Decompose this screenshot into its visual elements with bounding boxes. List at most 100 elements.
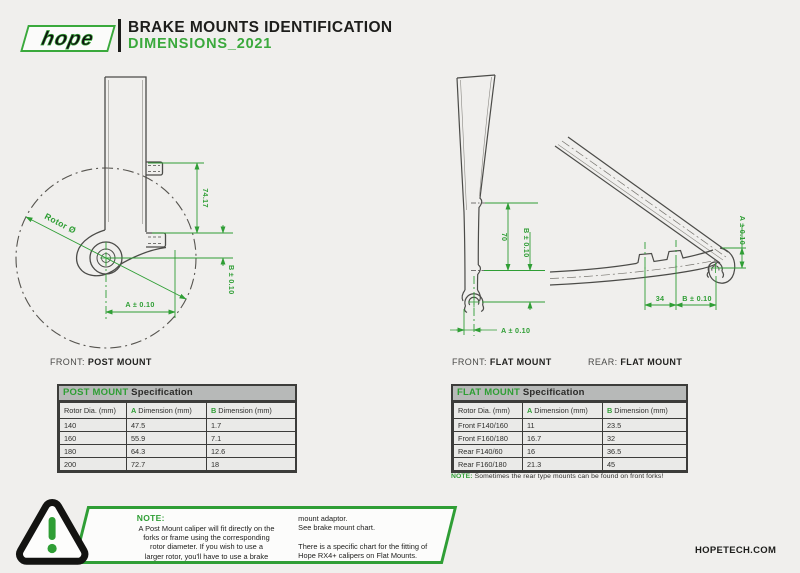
cell: 180 bbox=[59, 444, 127, 458]
note-line: rotor diameter. If you wish to use a bbox=[149, 542, 263, 552]
table-row: Rear F140/60 16 36.5 bbox=[453, 444, 687, 458]
cell: 21.3 bbox=[522, 457, 603, 471]
cell: 47.5 bbox=[126, 418, 207, 432]
caption-strong: FLAT MOUNT bbox=[620, 357, 683, 367]
note-line bbox=[298, 532, 443, 541]
note-column-1: NOTE: A Post Mount caliper will fit dire… bbox=[131, 513, 282, 561]
note-line: Hope RX4+ calipers on Flat Mounts. bbox=[298, 550, 418, 560]
table-row: 140 47.5 1.7 bbox=[59, 418, 296, 432]
cell: 18 bbox=[206, 457, 296, 471]
cell: 7.1 bbox=[206, 431, 296, 445]
flat-front-b-dimension-label: B ± 0.10 bbox=[522, 228, 531, 258]
cell: 64.3 bbox=[126, 444, 207, 458]
website-url: HOPETECH.COM bbox=[695, 545, 777, 556]
cell: 1.7 bbox=[206, 418, 296, 432]
note-column-2: mount adaptor. See brake mount chart. Th… bbox=[298, 513, 443, 560]
flat-front-a-dimension-label: A ± 0.10 bbox=[501, 326, 530, 335]
caption-prefix: REAR: bbox=[588, 357, 621, 367]
rear-b-dimension-label: B ± 0.10 bbox=[682, 294, 712, 303]
note-line: See brake mount chart. bbox=[298, 523, 376, 533]
page-subtitle: DIMENSIONS_2021 bbox=[128, 36, 273, 52]
note-line: larger rotor, you'll have to use a brake bbox=[144, 551, 269, 561]
note-line: There is a specific chart for the fittin… bbox=[298, 541, 428, 551]
post-mount-spec-table: POST MOUNT Specification Rotor Dia. (mm)… bbox=[57, 384, 297, 473]
cell: 12.6 bbox=[206, 444, 296, 458]
fork-leg-side-outline bbox=[456, 74, 496, 314]
post-table-title-rest: Specification bbox=[128, 387, 193, 398]
bottom-note-content: NOTE: A Post Mount caliper will fit dire… bbox=[83, 509, 447, 563]
table-row: 200 72.7 18 bbox=[59, 457, 296, 471]
rotor-diameter-label: Rotor Ø bbox=[43, 211, 78, 236]
cell: 23.5 bbox=[602, 418, 687, 432]
bottom-note-box: NOTE: A Post Mount caliper will fit dire… bbox=[72, 506, 458, 564]
col-header-a: A Dimension (mm) bbox=[126, 402, 207, 419]
hope-logo: hope bbox=[20, 25, 116, 52]
cell: 200 bbox=[59, 457, 127, 471]
flat-table-title: FLAT MOUNT Specification bbox=[453, 386, 686, 402]
hope-logo-text: hope bbox=[39, 27, 97, 50]
col-header-b: B Dimension (mm) bbox=[602, 402, 687, 419]
front-flat-dimension-lines bbox=[450, 202, 545, 336]
caption-strong: FLAT MOUNT bbox=[489, 357, 552, 367]
post-table-title-strong: POST MOUNT bbox=[63, 387, 129, 398]
cell: 11 bbox=[522, 418, 603, 432]
note-label: NOTE: bbox=[136, 513, 165, 523]
header-divider bbox=[118, 19, 121, 52]
page-title: BRAKE MOUNTS IDENTIFICATION bbox=[128, 19, 393, 36]
table-row: 160 55.9 7.1 bbox=[59, 431, 296, 445]
note-line: A Post Mount caliper will fit directly o… bbox=[138, 524, 275, 533]
footnote-label: NOTE: bbox=[451, 473, 473, 480]
rear-span-dimension-label: 34 bbox=[656, 294, 665, 303]
table-row: Front F140/160 11 23.5 bbox=[453, 418, 687, 432]
flat-front-span-dimension-label: 70 bbox=[500, 233, 509, 242]
post-span-dimension-label: 74.17 bbox=[201, 188, 210, 208]
flat-table-title-strong: FLAT MOUNT bbox=[457, 387, 521, 398]
col-header-rotor: Rotor Dia. (mm) bbox=[59, 402, 127, 419]
table-header-row: Rotor Dia. (mm) A Dimension (mm) B Dimen… bbox=[453, 402, 687, 419]
caption-front-flat-mount: FRONT: FLAT MOUNT bbox=[452, 357, 552, 367]
cell: 45 bbox=[602, 457, 687, 471]
caption-prefix: FRONT: bbox=[452, 357, 490, 367]
cell: 72.7 bbox=[126, 457, 207, 471]
note-line: mount adaptor. bbox=[298, 514, 348, 523]
cell: 36.5 bbox=[602, 444, 687, 458]
table-row: Rear F160/180 21.3 45 bbox=[453, 457, 687, 471]
front-flat-mount-drawing: 70 B ± 0.10 A ± 0.10 bbox=[450, 74, 545, 336]
rear-flat-mount-drawing: 34 B ± 0.10 A ± 0.10 bbox=[550, 136, 747, 310]
fork-leg-outline bbox=[76, 76, 167, 277]
caption-strong: POST MOUNT bbox=[87, 357, 152, 367]
flat-mount-spec-table: FLAT MOUNT Specification Rotor Dia. (mm)… bbox=[451, 384, 688, 473]
cell: 16.7 bbox=[522, 431, 603, 445]
cell: Front F160/180 bbox=[453, 431, 523, 445]
col-header-b: B Dimension (mm) bbox=[206, 402, 296, 419]
cell: 160 bbox=[59, 431, 127, 445]
cell: 32 bbox=[602, 431, 687, 445]
col-header-a: A Dimension (mm) bbox=[522, 402, 603, 419]
rear-a-dimension-label: A ± 0.10 bbox=[738, 216, 747, 245]
table-row: 180 64.3 12.6 bbox=[59, 444, 296, 458]
table-row: Front F160/180 16.7 32 bbox=[453, 431, 687, 445]
caption-rear-flat-mount: REAR: FLAT MOUNT bbox=[588, 357, 682, 367]
cell: Front F140/160 bbox=[453, 418, 523, 432]
cell: 16 bbox=[522, 444, 603, 458]
post-b-dimension-label: B ± 0.10 bbox=[227, 265, 236, 295]
table-header-row: Rotor Dia. (mm) A Dimension (mm) B Dimen… bbox=[59, 402, 296, 419]
post-dimension-lines bbox=[25, 162, 233, 320]
post-table-title: POST MOUNT Specification bbox=[59, 386, 295, 402]
cell: Rear F140/60 bbox=[453, 444, 523, 458]
caption-prefix: FRONT: bbox=[50, 357, 88, 367]
warning-triangle-icon bbox=[16, 499, 89, 565]
footnote-text: Sometimes the rear type mounts can be fo… bbox=[472, 473, 664, 480]
rear-triangle-outline bbox=[550, 136, 736, 286]
flat-table-footnote: NOTE: Sometimes the rear type mounts can… bbox=[451, 473, 663, 480]
flat-table-title-rest: Specification bbox=[520, 387, 585, 398]
cell: 140 bbox=[59, 418, 127, 432]
caption-front-post-mount: FRONT: POST MOUNT bbox=[50, 357, 152, 367]
cell: Rear F160/180 bbox=[453, 457, 523, 471]
post-mount-drawing: Rotor Ø 74.17 B ± 0.10 A ± 0.10 bbox=[15, 76, 236, 349]
post-a-dimension-label: A ± 0.10 bbox=[125, 300, 154, 309]
col-header-rotor: Rotor Dia. (mm) bbox=[453, 402, 523, 419]
note-line: forks or frame using the corresponding bbox=[143, 533, 270, 543]
cell: 55.9 bbox=[126, 431, 207, 445]
